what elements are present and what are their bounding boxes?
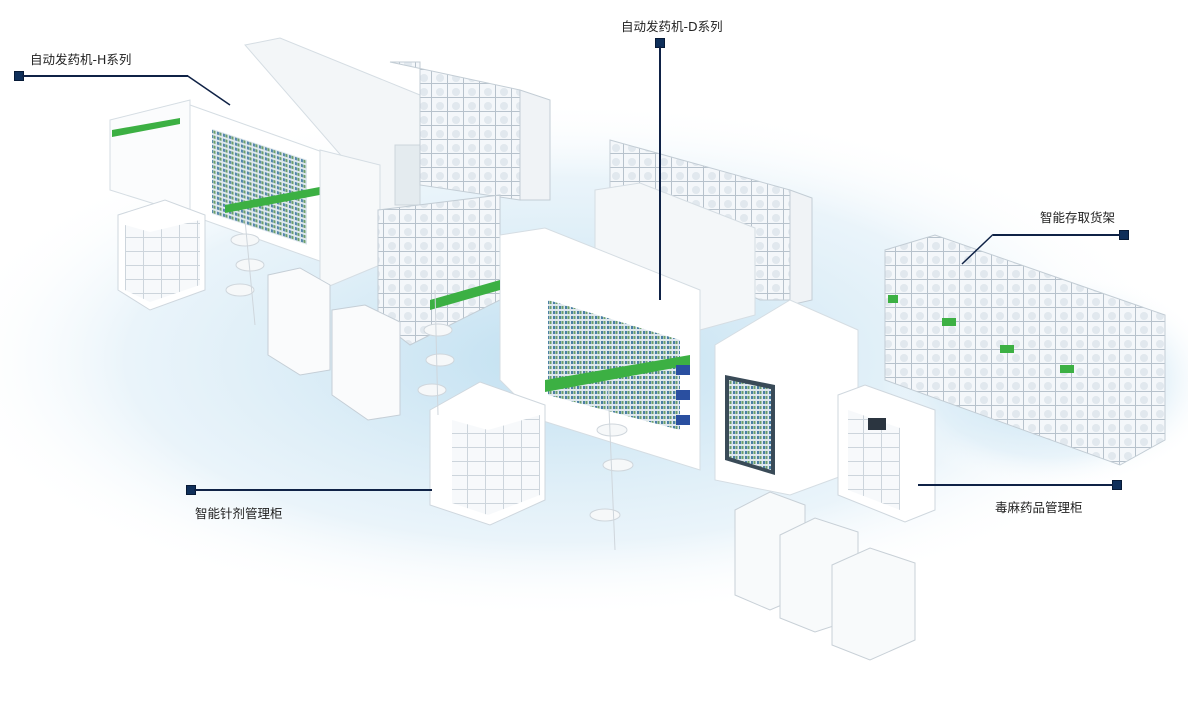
d-series-machine [430,182,859,496]
callout-line [659,46,661,300]
callout-label-smart-shelf: 智能存取货架 [1040,210,1116,225]
callout-label-injection-cabinet: 智能针剂管理柜 [195,506,283,521]
narcotics-cabinet [837,384,936,523]
callout-label-d-series: 自动发药机-D系列 [621,19,723,34]
callout-marker [1112,480,1122,490]
medicine-cart [734,491,916,661]
shelf-unit [389,61,551,201]
callout-marker [1119,230,1129,240]
callout-label-narcotics-cabinet: 毒麻药品管理柜 [995,500,1083,515]
wire-rack [267,267,401,421]
callout-label-h-series: 自动发药机-H系列 [30,52,132,67]
callout-line [22,75,188,77]
shelf-unit [377,194,501,346]
injection-cabinet [117,199,206,311]
spiral-ladder [225,219,634,551]
smart-storage-shelves [884,234,1166,466]
callout-line [993,234,1120,236]
h-series-machine [109,37,421,291]
callout-line [194,489,432,491]
callout-line [918,484,1113,486]
injection-cabinet-front [429,381,546,526]
